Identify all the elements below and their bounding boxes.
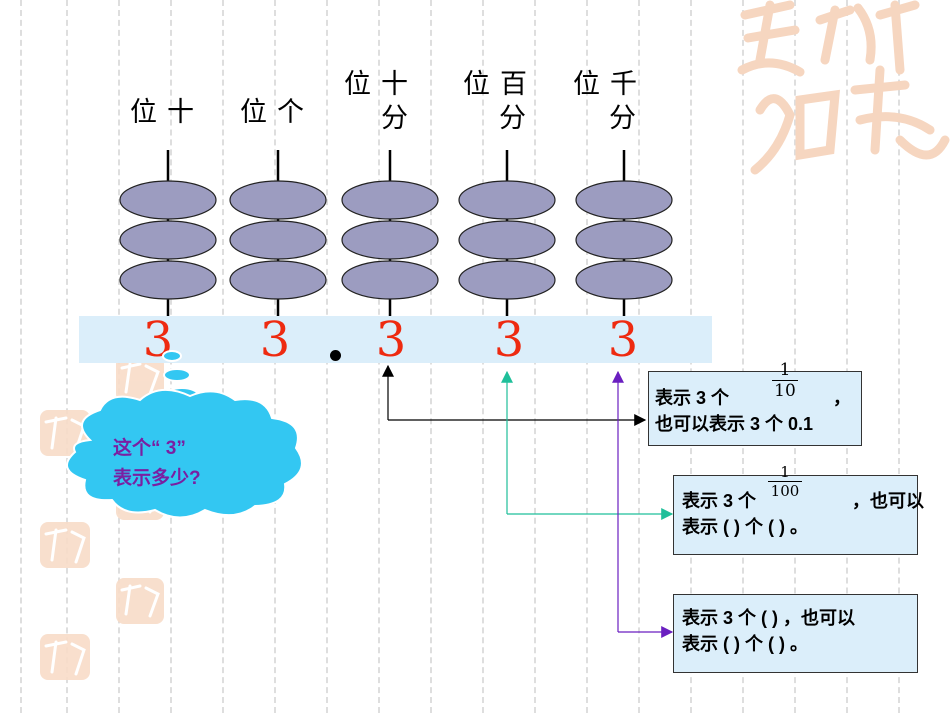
box1-line2-text: 也可以表示 3 个 0.1 [655,414,814,434]
bead [119,220,217,260]
bead [341,220,439,260]
explanation-box-hundredths: 表示 3 个 ，也可以 表示 ( ) 个 ( ) 。 [673,475,924,555]
digit-tenths: 3 [375,312,407,368]
box1-line1-text: 表示 3 个 [655,388,730,408]
bead [575,260,673,300]
fraction-one-hundredth: 1 100 [768,464,802,500]
digit-hundredths: 3 [493,312,525,368]
box1-line1-comma: ， [833,388,851,408]
box2-line2-text: 表示 ( ) 个 ( ) 。 [682,517,808,537]
fraction-one-tenth: 1 10 [772,360,798,401]
question-text: 这个“ 3” 表示多少? [113,438,201,489]
decimal-point [330,350,341,361]
bead [229,260,327,300]
bead [341,180,439,220]
bead [458,180,556,220]
bead [575,220,673,260]
box2-line1-tail: ，也可以 [852,491,924,511]
bead [458,260,556,300]
explanation-box-tenths: 表示 3 个 ， 也可以表示 3 个 0.1 [648,371,862,446]
bead [119,180,217,220]
bead [341,260,439,300]
digit-thousandths: 3 [607,312,639,368]
bead [458,220,556,260]
box3-line2-text: 表示 ( ) 个 ( ) 。 [682,634,808,654]
digit-ones: 3 [259,312,291,368]
digit-bar [79,316,712,363]
bead [575,180,673,220]
explanation-box-thousandths: 表示 3 个 ( ) ，也可以 表示 ( ) 个 ( ) 。 [673,594,918,673]
box3-line1-text: 表示 3 个 ( ) ，也可以 [682,608,856,628]
bead [229,220,327,260]
bead [229,180,327,220]
bead [119,260,217,300]
box2-line1-text: 表示 3 个 [682,491,757,511]
